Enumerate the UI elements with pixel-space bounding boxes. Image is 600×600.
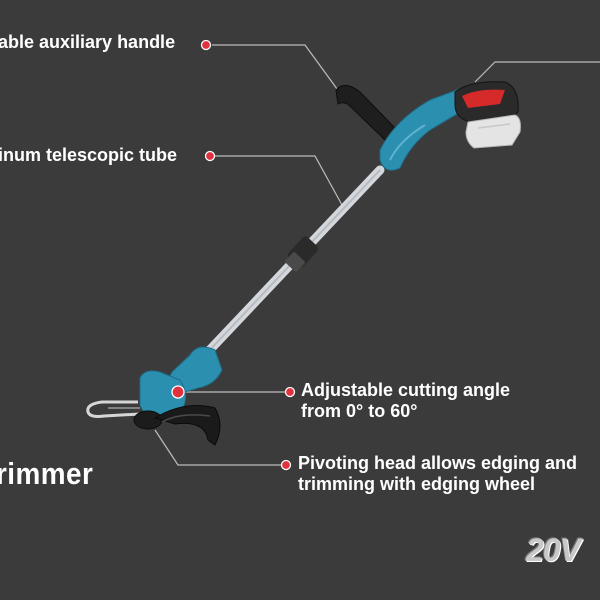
voltage-badge: 20V: [526, 532, 581, 568]
callout-tube: inum telescopic tube: [0, 145, 178, 165]
callout-angle-line2: from 0° to 60°: [301, 401, 418, 421]
edging-wheel-guard: [86, 400, 141, 418]
leader-pivot: [154, 429, 284, 466]
red-dot-marker-icon: [171, 39, 296, 471]
callout-angle-line1: Adjustable cutting angle: [301, 380, 511, 400]
leader-handle: [212, 44, 341, 94]
callout-handle: able auxiliary handle: [0, 32, 176, 52]
spool: [133, 410, 163, 430]
product-title: rimmer: [0, 456, 94, 491]
leader-tube: [215, 155, 343, 206]
leader-battery: [474, 61, 600, 83]
battery-pack: [454, 81, 521, 149]
callout-pivot-line2: trimming with edging wheel: [298, 474, 536, 494]
callout-pivot-line1: Pivoting head allows edging and: [298, 453, 578, 473]
